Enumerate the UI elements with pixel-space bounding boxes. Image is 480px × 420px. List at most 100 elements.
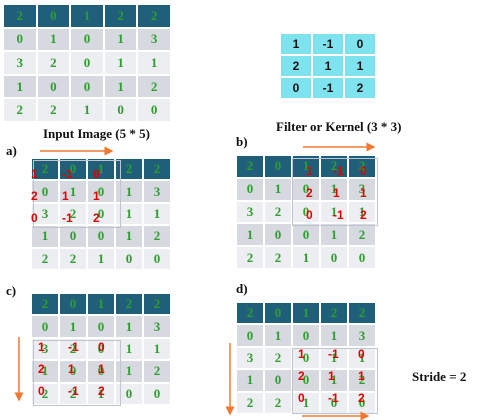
- grid-cell-r4-c0: 2: [31, 382, 59, 405]
- overlay-value-r1-c0: 2: [31, 189, 38, 203]
- grid-cell-r3-c1: 0: [264, 369, 292, 392]
- grid-cell-r0-c1: 0: [59, 158, 87, 181]
- grid-cell-r1-c1: 1: [264, 177, 292, 201]
- grid-cell-r3-c4: 2: [348, 369, 376, 392]
- grid-cell-r4-c3: 0: [320, 246, 348, 269]
- grid-cell-r1-c4: 3: [348, 177, 376, 201]
- overlay-value-r2-c2: 2: [360, 208, 367, 222]
- grid-cell-r2-c1: 2: [59, 202, 87, 226]
- overlay-value-r2-c0: 0: [298, 391, 305, 405]
- kernel-cell-r1-c0: 2: [280, 55, 312, 77]
- grid-cell-r1-c0: 0: [236, 177, 264, 201]
- overlay-value-r2-c2: 2: [93, 211, 100, 225]
- overlay-value-r1-c2: 1: [358, 369, 365, 383]
- grid-cell-r0-c0: 2: [31, 293, 59, 316]
- grid-cell-r4-c4: 0: [348, 246, 376, 269]
- grid-cell-r0-c0: 2: [31, 158, 59, 181]
- grid-cell-r3-c4: 2: [348, 223, 376, 247]
- grid-cell-r3-c3: 1: [115, 225, 143, 248]
- grid-cell-r2-c3: 1: [115, 202, 143, 226]
- grid-cell-r1-c1: 1: [59, 315, 87, 338]
- grid-cell-r0-c4: 2: [143, 158, 171, 181]
- kernel-cell-r0-c0: 1: [280, 33, 312, 55]
- grid-cell-r4-c3: 0: [115, 382, 143, 405]
- grid-cell-r2-c0: 3: [236, 200, 264, 224]
- grid-cell-r4-c2: 1: [87, 382, 115, 405]
- overlay-value-r0-c1: -1: [68, 340, 79, 354]
- overlay-value-r0-c2: 0: [93, 167, 100, 181]
- grid-cell-r1-c0: 0: [236, 324, 264, 347]
- grid-cell-r4-c1: 2: [59, 247, 87, 270]
- grid-cell-r0-c1: 0: [264, 155, 292, 178]
- overlay-value-r0-c1: -1: [328, 347, 339, 361]
- overlay-value-r2-c0: 0: [31, 211, 38, 225]
- overlay-value-r0-c2: 0: [358, 347, 365, 361]
- grid-cell-r3-c3: 1: [320, 369, 348, 392]
- grid-cell-r1-c1: 1: [59, 180, 87, 203]
- overlay-value-r1-c0: 2: [298, 369, 305, 383]
- overlay-value-r0-c1: -1: [333, 164, 344, 178]
- grid-cell-r4-c1: 2: [59, 382, 87, 405]
- grid-cell-r3-c1: 0: [264, 223, 292, 247]
- grid-cell-r3-c0: 1: [31, 360, 59, 383]
- kernel-cell-r2-c0: 0: [280, 77, 312, 99]
- grid-cell-r2-c4: 1: [143, 337, 171, 361]
- overlay-value-r2-c0: 0: [38, 384, 45, 398]
- grid-cell-r2-c1: 2: [36, 51, 71, 75]
- overlay-value-r0-c0: 1: [298, 347, 305, 361]
- grid-cell-r1-c3: 1: [320, 177, 348, 201]
- overlay-value-r2-c2: 2: [98, 384, 105, 398]
- grid-cell-r3-c0: 1: [236, 369, 264, 392]
- grid-cell-r4-c0: 2: [31, 247, 59, 270]
- panel-label-d: d): [236, 281, 248, 296]
- grid-cell-r3-c3: 1: [320, 223, 348, 247]
- overlay-value-r2-c1: -1: [333, 208, 344, 222]
- grid-cell-r3-c1: 0: [36, 74, 71, 99]
- grid-cell-r3-c2: 0: [87, 360, 115, 383]
- grid-cell-r2-c0: 3: [31, 202, 59, 226]
- overlay-value-r1-c1: 1: [68, 362, 75, 376]
- grid-cell-r4-c4: 0: [143, 382, 171, 405]
- panel-label-c: c): [6, 283, 17, 298]
- grid-cell-r4-c4: 0: [348, 391, 376, 414]
- grid-cell-r0-c3: 2: [320, 302, 348, 325]
- grid-cell-r2-c0: 3: [31, 337, 59, 361]
- grid-cell-r0-c3: 2: [115, 293, 143, 316]
- grid-cell-r1-c2: 0: [87, 315, 115, 338]
- kernel-cell-r0-c2: 0: [344, 33, 376, 55]
- grid-cell-r1-c4: 3: [143, 180, 171, 203]
- grid-cell-r0-c4: 2: [143, 293, 171, 316]
- overlay-value-r2-c1: -1: [328, 391, 339, 405]
- grid-cell-r4-c4: 0: [143, 247, 171, 270]
- grid-cell-r2-c2: 0: [87, 202, 115, 226]
- grid-cell-r2-c1: 2: [264, 200, 292, 224]
- grid-cell-r0-c1: 0: [36, 4, 71, 28]
- grid-cell-r3-c1: 0: [59, 225, 87, 248]
- grid-cell-r2-c0: 3: [3, 51, 37, 75]
- grid-cell-r4-c3: 0: [115, 247, 143, 270]
- overlay-value-r1-c2: 1: [93, 189, 100, 203]
- kernel-cell-r1-c1: 1: [312, 55, 344, 77]
- grid-cell-r4-c0: 2: [236, 246, 264, 269]
- grid-cell-r1-c3: 1: [320, 324, 348, 347]
- overlay-value-r1-c1: 1: [333, 186, 340, 200]
- grid-cell-r0-c2: 1: [70, 4, 104, 28]
- grid-cell-r1-c0: 0: [31, 180, 59, 203]
- overlay-value-r1-c0: 2: [306, 186, 313, 200]
- grid-cell-r2-c1: 2: [264, 346, 292, 370]
- grid-cell-r3-c4: 2: [137, 74, 171, 99]
- grid-cell-r1-c0: 0: [31, 315, 59, 338]
- grid-cell-r2-c2: 0: [70, 51, 104, 75]
- overlay-value-r1-c2: 1: [98, 362, 105, 376]
- overlay-value-r2-c1: -1: [62, 211, 73, 225]
- grid-cell-r3-c0: 1: [31, 225, 59, 248]
- grid-cell-r0-c0: 2: [236, 302, 264, 325]
- grid-cell-r2-c3: 1: [320, 200, 348, 224]
- grid-cell-r0-c1: 0: [59, 293, 87, 316]
- kernel-cell-r0-c1: -1: [312, 33, 344, 55]
